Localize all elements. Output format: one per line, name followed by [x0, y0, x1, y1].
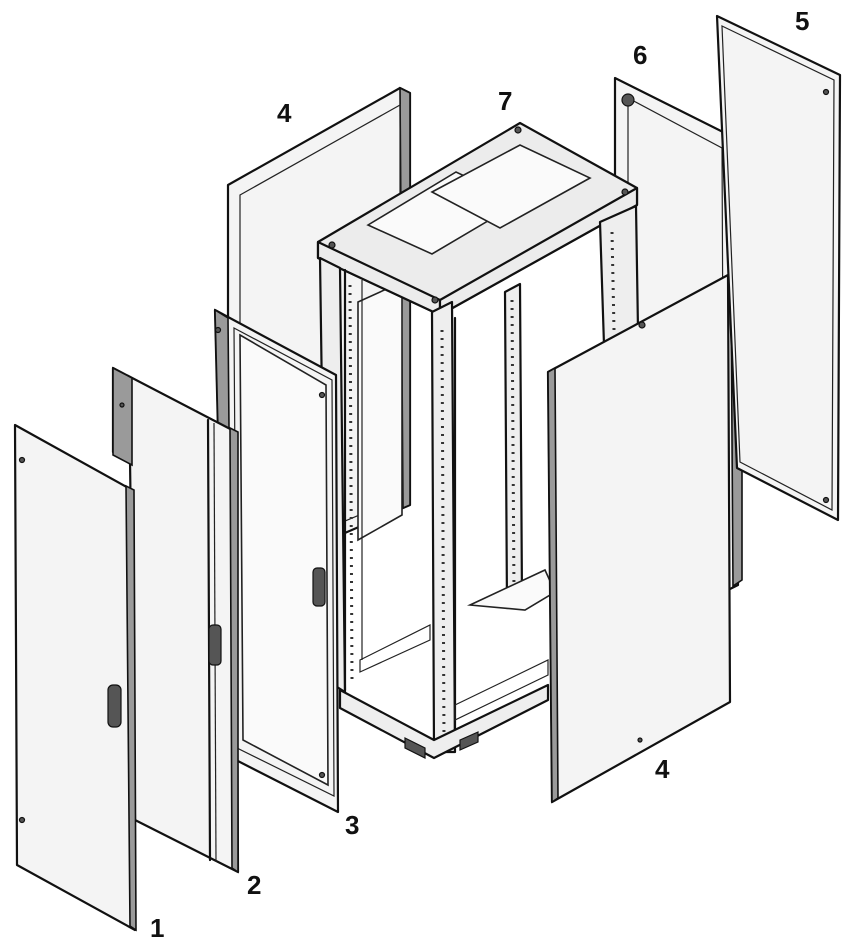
- front-door-handle: [107, 684, 122, 728]
- callout-4-left: 4: [277, 98, 292, 128]
- cabinet-base: [338, 683, 550, 760]
- cabinet-frame: [316, 121, 640, 760]
- split-front-door: [111, 366, 240, 874]
- solid-front-door: [13, 423, 137, 932]
- split-door-handle: [208, 624, 222, 666]
- glass-door-handle: [312, 567, 326, 607]
- callout-1: 1: [150, 913, 165, 943]
- roof-cable-plate-right: [430, 144, 592, 229]
- side-panel-front-right: [546, 273, 732, 804]
- callout-2: 2: [247, 870, 262, 900]
- glass-front-door: [213, 308, 340, 814]
- callout-5: 5: [795, 6, 810, 36]
- rear-door-hinge: [621, 93, 635, 107]
- callout-6: 6: [633, 40, 648, 70]
- rear-panel: [715, 14, 842, 522]
- callout-7: 7: [498, 86, 513, 116]
- front-right-post: [430, 300, 457, 754]
- callout-4-right: 4: [655, 754, 670, 784]
- rear-right-post: [598, 204, 640, 347]
- callout-3: 3: [345, 810, 360, 840]
